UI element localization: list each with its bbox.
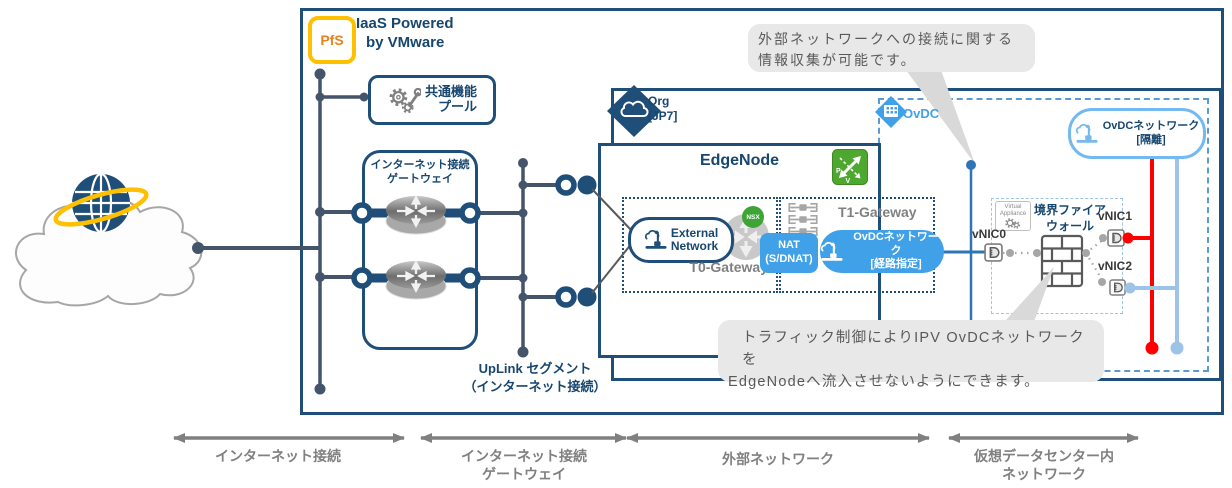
external-network-label: External Network xyxy=(670,225,719,253)
internet-gateway-box: インターネット接続 ゲートウェイ xyxy=(362,150,478,350)
bottom-callout-pointer xyxy=(997,267,1054,330)
ovdc-network-routed-node: OvDCネットワーク [経路指定] xyxy=(820,230,944,273)
iaas-container-box xyxy=(300,8,1224,415)
firewall-label: 境界ファイア ウォール xyxy=(1033,203,1106,233)
ovdc-network-routed-label: OvDCネットワーク [経路指定] xyxy=(853,230,939,271)
network-segment-icon xyxy=(820,241,844,263)
nat-badge: NAT (S/DNAT) xyxy=(760,233,818,273)
edgenode-entry-lines xyxy=(591,188,633,294)
svg-text:P: P xyxy=(836,168,841,175)
callout-traffic-control: トラフィック制御によりIPV OvDCネットワークを EdgeNodeへ流入させ… xyxy=(718,320,1104,390)
ovdc-label: OvDC xyxy=(903,106,940,121)
vnic2-lightblue-line xyxy=(1124,153,1184,355)
firewall-brick-icon xyxy=(1040,234,1084,288)
firewall-dotted-links xyxy=(1003,234,1107,286)
edgenode-pv-icon: P V xyxy=(832,149,868,190)
vnic2-icon xyxy=(1109,279,1126,296)
nsx-badge: NSX xyxy=(742,206,764,228)
callout-external-network-info: 外部ネットワークへの接続に関する 情報収集が可能です。 xyxy=(748,24,1035,72)
common-pool-label: 共通機能 プール xyxy=(424,84,477,114)
gears-icon xyxy=(1005,217,1021,229)
top-callout-pointer xyxy=(906,70,975,164)
external-network-node: External Network xyxy=(628,217,734,263)
globe-icon xyxy=(53,172,149,234)
network-segment-icon xyxy=(1075,123,1099,145)
vnic1-icon xyxy=(1107,229,1125,247)
legend-internet-gateway: インターネット接続 ゲートウェイ xyxy=(461,448,587,483)
vnic2-label: vNIC2 xyxy=(1098,259,1133,273)
ovdc-network-isolated-node: OvDCネットワーク [隔離] xyxy=(1068,108,1206,159)
legend-vdc-network: 仮想データセンター内 ネットワーク xyxy=(974,448,1114,483)
uplink-segment-label: UpLink セグメント （インターネット接続） xyxy=(463,361,607,394)
router-icon xyxy=(384,194,448,236)
vnic0-label: vNIC0 xyxy=(972,227,1007,241)
ovdc-diamond-icon xyxy=(875,96,907,128)
vnic1-label: vNIC1 xyxy=(1098,209,1133,223)
t0-gateway-label: T0-Gateway xyxy=(689,259,768,275)
internet-gateway-label: インターネット接続 ゲートウェイ xyxy=(370,159,470,186)
virtual-appliance-icon: Virtual Appliance xyxy=(995,201,1031,231)
org-label: Org [JP7] xyxy=(648,94,678,123)
internet-bus-lines xyxy=(198,74,366,389)
vnic0-icon xyxy=(984,243,1003,262)
routed-network-line xyxy=(942,160,985,322)
vnic1-red-line xyxy=(1122,153,1159,355)
t1-switch-icon xyxy=(788,202,818,213)
ovdc-network-isolated-label: OvDCネットワーク [隔離] xyxy=(1102,119,1200,146)
legend-external-network: 外部ネットワーク xyxy=(722,451,834,467)
org-cloud-icon xyxy=(607,85,661,137)
iaas-title: IaaS Powered by VMware xyxy=(356,15,454,51)
legend-internet: インターネット接続 xyxy=(215,448,341,464)
common-pool-box: 共通機能 プール xyxy=(368,75,496,125)
uplink-bus-lines xyxy=(479,163,560,352)
t1-gateway-label: T1-Gateway xyxy=(838,204,917,220)
router-icon xyxy=(384,259,448,301)
svg-text:V: V xyxy=(846,178,851,185)
t1-switch-icon xyxy=(788,214,818,225)
gear-wrench-icon xyxy=(389,87,421,114)
network-segment-icon xyxy=(644,229,668,251)
internet-bus-junction-dots xyxy=(192,68,369,395)
uplink-junction-dots xyxy=(517,158,529,358)
pfs-badge: PfS xyxy=(308,16,356,64)
edgenode-title: EdgeNode xyxy=(699,152,780,169)
